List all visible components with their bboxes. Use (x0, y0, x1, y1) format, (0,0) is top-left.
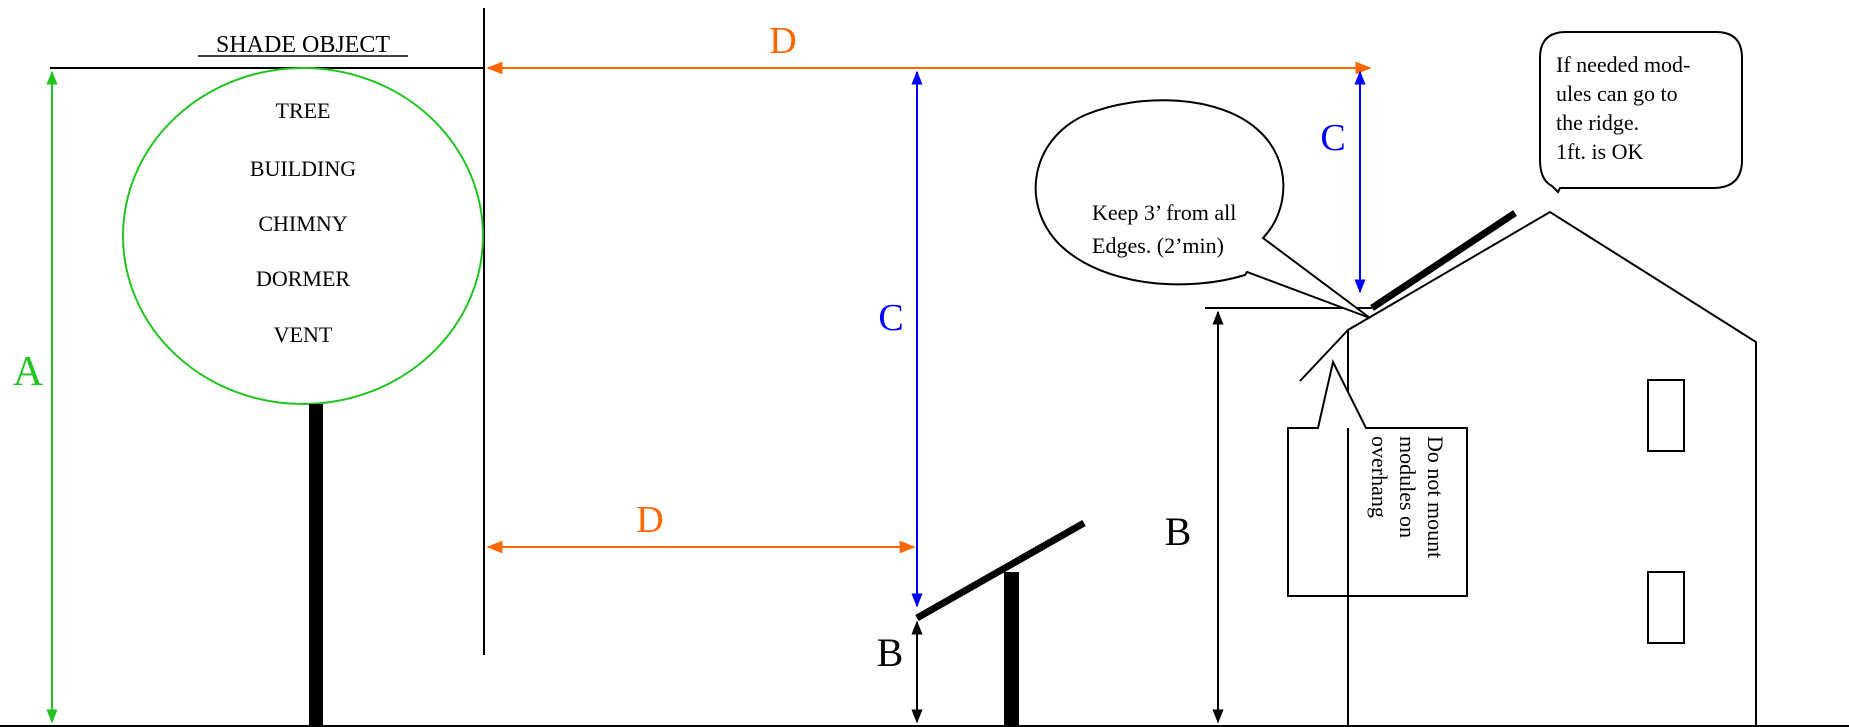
house-window-upper (1647, 379, 1685, 452)
shade-item-chimny: CHIMNY (258, 211, 347, 236)
callout-keep-edges-line1: Keep 3’ from all (1092, 200, 1236, 225)
shade-item-building: BUILDING (250, 156, 356, 181)
callout-overhang-line2: modules on (1395, 436, 1420, 538)
callout-overhang-bubble (1287, 359, 1468, 597)
dimension-c-ridge-label: C (1320, 117, 1345, 159)
dimension-c-main-label: C (878, 297, 903, 339)
callout-keep-edges-bubble (1034, 99, 1371, 319)
dimension-b-low-label: B (877, 630, 904, 675)
house-window-lower (1647, 571, 1685, 644)
callout-overhang-line3: overhang (1367, 436, 1392, 518)
ground-panel-post (1004, 572, 1019, 727)
dimension-a-label: A (13, 349, 44, 395)
ground-panel (915, 519, 1086, 622)
callout-overhang-text: Do not mount modules on overhang (1367, 436, 1448, 558)
roof-panel (1370, 210, 1517, 311)
house-overhang (1299, 329, 1349, 382)
callout-ridge-line2: ules can go to (1556, 81, 1678, 106)
shade-item-vent: VENT (274, 322, 333, 347)
dimension-d-top-label: D (769, 20, 796, 62)
dimension-b-house-label: B (1165, 509, 1192, 554)
dimension-d-bottom-label: D (636, 499, 663, 541)
callout-overhang-line1: Do not mount (1423, 436, 1448, 558)
shade-item-tree: TREE (276, 98, 331, 123)
callout-keep-edges-line2: Edges. (2’min) (1092, 233, 1224, 258)
callout-ridge-line3: the ridge. (1556, 110, 1639, 135)
callout-ridge-line4: 1ft. is OK (1556, 139, 1644, 164)
callout-ridge-bubble (1539, 31, 1743, 194)
tree-trunk (309, 404, 323, 727)
callout-ridge-line1: If needed mod- (1556, 52, 1690, 77)
shade-object-circle (122, 67, 484, 405)
shade-object-title: SHADE OBJECT (216, 32, 390, 58)
shade-item-dormer: DORMER (256, 266, 350, 291)
